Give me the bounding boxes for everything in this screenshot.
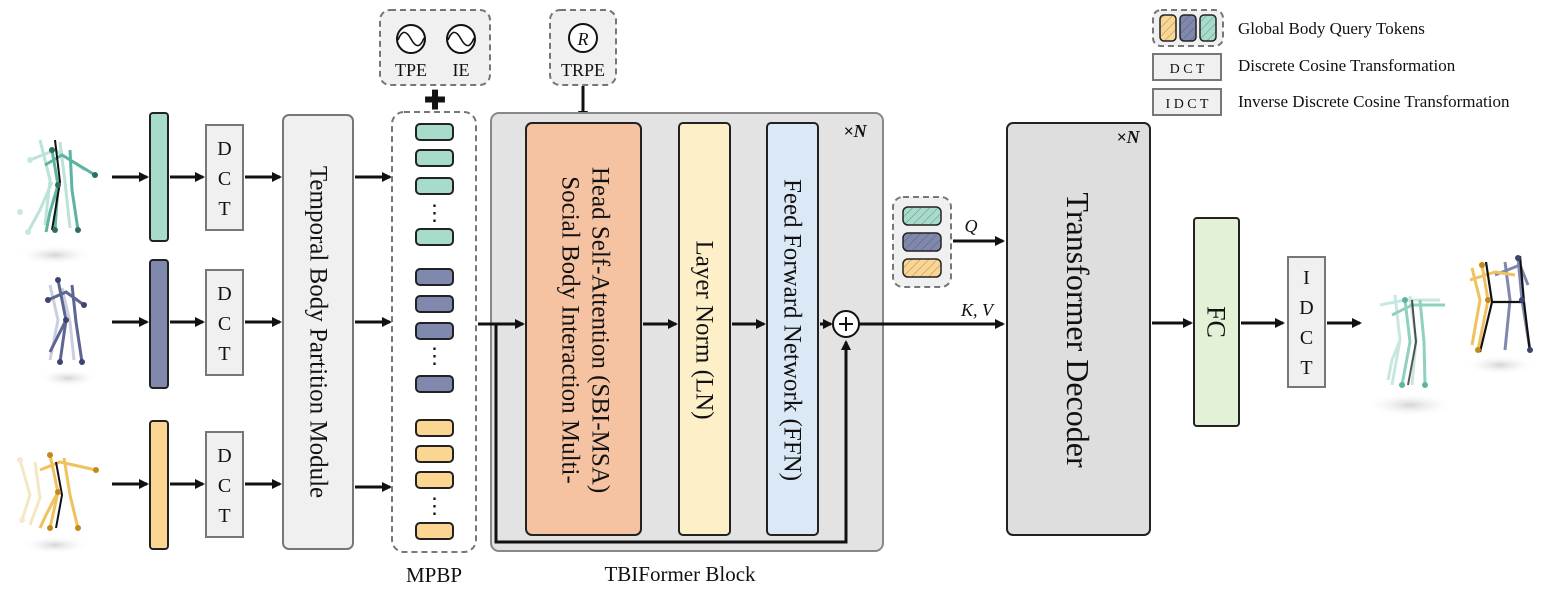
mpbp-token [415,123,454,141]
legend-text-0: Global Body Query Tokens [1238,19,1425,38]
input-arrows [112,172,149,489]
dct-letter-3: T [218,198,230,220]
temporal-body-partition-module [282,114,354,550]
temporal-to-mpbp-arrows [355,172,392,492]
tbiformer-label: TBIFormer Block [604,562,756,586]
svg-text:C: C [218,313,231,335]
fc-label: FC [1202,306,1231,338]
mpbp-token [415,419,454,437]
ffn-label: Feed Forward Network (FFN) [779,179,806,481]
mpbp-ellipsis: ⋮ [424,493,446,518]
plus-icon: ✚ [424,85,446,115]
decoder-label: Transformer Decoder [1060,192,1096,468]
svg-text:T: T [218,343,230,365]
decoder-repeat-label: ×N [1116,127,1140,147]
input-skeleton-teal-icon [17,139,98,265]
layer-norm-box [678,122,731,536]
block-repeat-label: ×N [843,121,867,141]
sbi-msa-label-line2: Head Self-Attention (SBI-MSA) [587,167,614,493]
legend: Global Body Query Tokens D C T Discrete … [1152,9,1510,116]
mpbp-token [415,177,454,195]
layer-norm-label: Layer Norm (LN) [691,240,718,419]
svg-text:D: D [1299,297,1313,319]
dct-box-2: D C T [205,269,244,376]
dct-letter-2: C [218,168,231,190]
mpbp-token [415,445,454,463]
input-skeleton-purple-icon [38,277,98,387]
query-tokens-box [892,196,952,288]
svg-text:D C T: D C T [1170,62,1205,77]
svg-text:I D C T: I D C T [1166,97,1209,112]
legend-query-tokens-icon [1152,9,1224,47]
purple-sequence-bar [149,259,169,389]
output-skeletons-icon [1365,255,1535,417]
mpbp-ellipsis: ⋮ [424,200,446,225]
legend-idct-icon: I D C T [1152,88,1222,116]
mpbp-token [415,149,454,167]
temporal-module-label: Temporal Body Partition Module [305,166,332,498]
kv-label: K, V [960,300,995,320]
yellow-sequence-bar [149,420,169,550]
svg-text:D: D [217,283,231,305]
mpbp-token [415,322,454,340]
legend-text-2: Inverse Discrete Cosine Transformation [1238,92,1510,111]
svg-text:C: C [1300,327,1313,349]
residual-add-icon [832,310,860,338]
trpe-label: TRPE [561,60,605,80]
legend-dct-icon: D C T [1152,53,1222,81]
dct-box-3: D C T [205,431,244,538]
svg-text:R: R [577,29,589,49]
mpbp-token-column: ⋮ ⋮ ⋮ [391,111,477,553]
svg-text:I: I [1303,267,1310,289]
mpbp-token [415,268,454,286]
mpbp-label: MPBP [406,563,462,587]
tpe-label: TPE [395,60,427,80]
sbi-msa-label-line1: Social Body Interaction Multi- [557,176,584,484]
ffn-box [766,122,819,536]
legend-text-1: Discrete Cosine Transformation [1238,56,1456,75]
mpbp-token [415,228,454,246]
transformer-decoder-box [1006,122,1151,536]
svg-text:D: D [217,445,231,467]
ie-label: IE [453,60,470,80]
input-skeleton-yellow-icon [17,452,99,554]
relative-r-icon [568,23,598,53]
fc-box [1193,217,1240,427]
mpbp-token [415,471,454,489]
svg-text:T: T [218,505,230,527]
bar-to-dct-arrows [170,172,205,489]
tpe-ie-embedding-box: TPE IE [379,9,491,86]
teal-sequence-bar [149,112,169,242]
mpbp-token [415,375,454,393]
dct-to-temporal-arrows [245,172,282,489]
mpbp-token [415,295,454,313]
trpe-embedding-box: R TRPE [549,9,617,86]
mpbp-token [415,522,454,540]
q-label: Q [965,216,978,236]
block-internal-arrows [478,319,851,544]
idct-box: I D C T [1287,256,1326,388]
dct-box-1: D C T [205,124,244,231]
dct-letter-1: D [217,138,231,160]
svg-text:T: T [1300,357,1312,379]
svg-text:C: C [218,475,231,497]
sbi-msa-box [525,122,642,536]
mpbp-ellipsis: ⋮ [424,343,446,368]
